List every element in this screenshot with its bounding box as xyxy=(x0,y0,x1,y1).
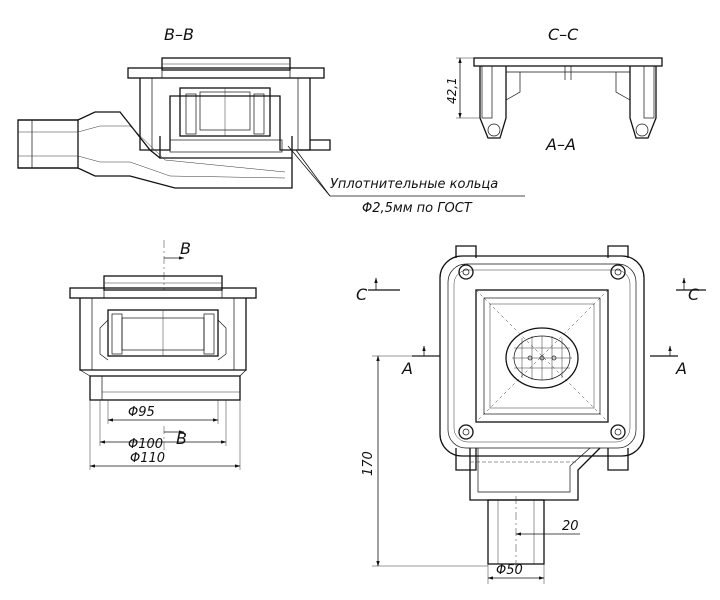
bolt-icon xyxy=(458,424,474,440)
dim-height-cc: 42,1 xyxy=(445,77,459,104)
cut-mark-a-right: A xyxy=(675,359,687,378)
dim-phi50: Φ50 xyxy=(496,563,523,578)
section-bb-title: B–B xyxy=(164,25,194,44)
dim-phi110: Φ110 xyxy=(130,451,165,466)
dim-phi100: Φ100 xyxy=(128,437,163,452)
dim-phi95: Φ95 xyxy=(128,405,155,420)
side-view: B Φ95 Φ100 xyxy=(69,239,257,470)
annotation-line-2: Φ2,5мм по ГОСТ xyxy=(362,201,473,216)
cut-mark-b-bottom: B xyxy=(176,429,187,448)
dim-20: 20 xyxy=(562,519,579,534)
cut-mark-a-left: A xyxy=(401,359,413,378)
section-cc-title: C–C xyxy=(548,25,579,44)
bolt-icon xyxy=(610,424,626,440)
plan-view: C C A A 170 20 Φ50 xyxy=(356,245,706,584)
bolt-icon xyxy=(610,264,626,280)
dim-170: 170 xyxy=(361,451,376,476)
annotation-line-1: Уплотнительные кольца xyxy=(330,177,498,192)
section-bb-view: B–B xyxy=(17,25,525,197)
cut-mark-c-left: C xyxy=(356,285,368,304)
section-cc-view: C–C A–A 42,1 xyxy=(445,25,663,154)
bolt-icon xyxy=(458,264,474,280)
cut-mark-b-top: B xyxy=(180,239,191,258)
cut-mark-c-right: C xyxy=(688,285,700,304)
section-aa-title: A–A xyxy=(545,135,576,154)
drain-grate xyxy=(505,327,579,389)
